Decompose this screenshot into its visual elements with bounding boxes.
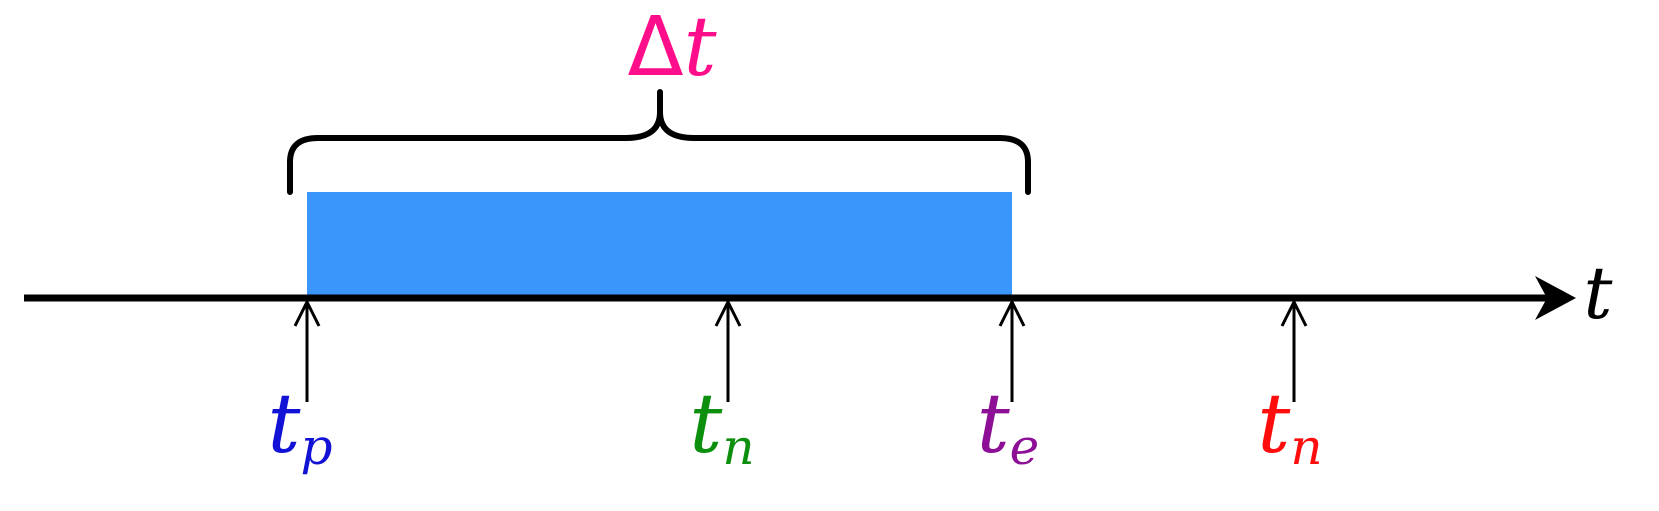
marker-tn-red-label: tn [1257,377,1322,476]
marker-te-label: te [977,377,1040,476]
marker-tn-green: tn [689,298,755,476]
delta-variable: t [684,0,718,95]
marker-te-arrowhead [998,298,1026,327]
time-axis-label: t [1584,251,1614,335]
interval-duration-label: Δt [627,0,717,95]
marker-tn-red-subscript: n [1290,418,1322,476]
marker-tn-green-base: t [689,377,723,472]
marker-tp: tp [268,298,333,476]
marker-tn-red: tn [1257,298,1323,476]
time-axis-arrowhead [1535,276,1576,320]
marker-tn-red-base: t [1257,377,1291,472]
marker-te-base: t [977,377,1011,472]
marker-tp-arrowhead [293,298,321,327]
marker-tp-base: t [268,377,302,472]
marker-te: te [977,298,1040,476]
marker-te-subscript: e [1010,418,1040,476]
marker-tn-red-arrowhead [1280,298,1308,327]
interval-bar [307,192,1012,298]
marker-tn-green-arrowhead [714,298,742,327]
marker-tn-green-label: tn [689,377,754,476]
delta-symbol: Δ [627,0,683,95]
marker-tp-label: tp [268,377,333,476]
marker-tn-green-subscript: n [722,418,754,476]
marker-tp-subscript: p [300,418,332,476]
interval-brace [287,89,1031,195]
